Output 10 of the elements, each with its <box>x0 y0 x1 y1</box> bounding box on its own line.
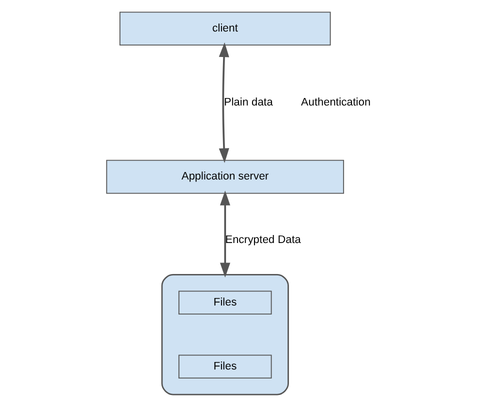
label: Authentication <box>301 96 371 109</box>
node-box: Files <box>178 354 272 379</box>
cluster <box>161 274 289 396</box>
node-box: Files <box>178 290 272 314</box>
arrow <box>220 190 230 278</box>
node-box: client <box>119 12 331 46</box>
edge-label: Encrypted Data <box>225 234 301 246</box>
node-box: Application server <box>106 160 344 194</box>
arrow <box>218 42 230 164</box>
edge-label: Plain data <box>224 96 273 109</box>
